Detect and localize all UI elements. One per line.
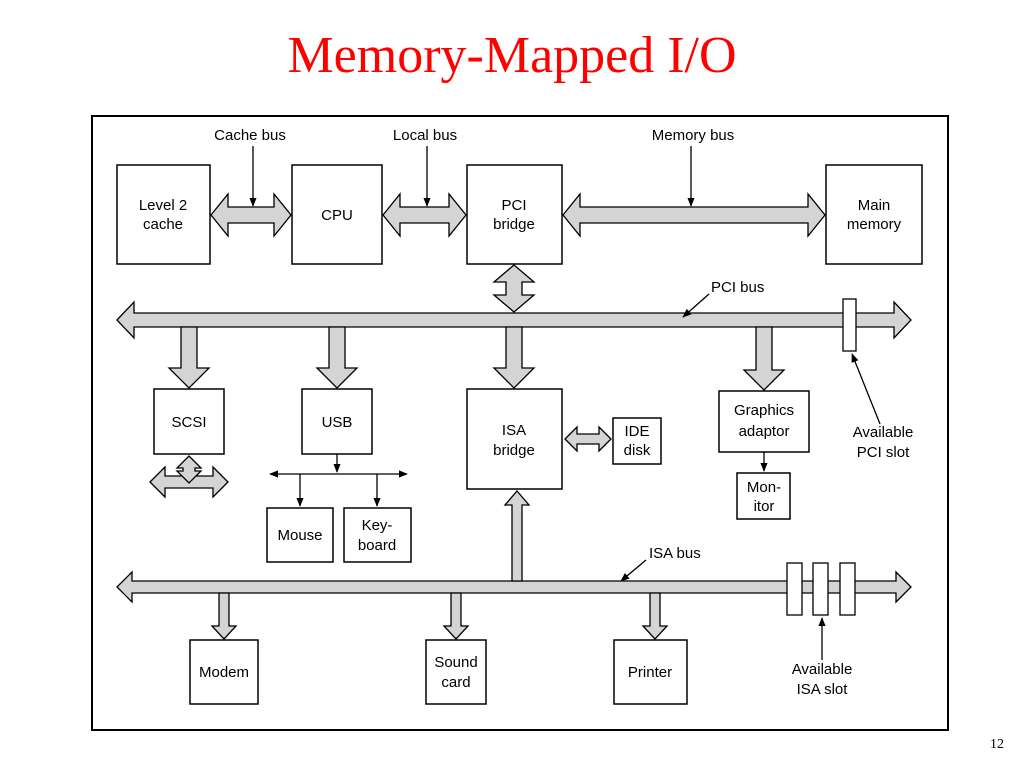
monitor-label-2: itor: [754, 498, 775, 515]
ide-disk-box: [612, 417, 662, 465]
available-pci-slot-label-1: Available: [853, 424, 914, 441]
pci-slot: [842, 298, 857, 352]
isa-bridge-isa-link: [503, 490, 531, 582]
isa-slot-2: [812, 562, 829, 616]
graphics-adaptor-label-2: adaptor: [739, 423, 790, 440]
printer-box: [613, 639, 688, 705]
local-bus-label: Local bus: [393, 127, 457, 144]
usb-label: USB: [322, 414, 353, 431]
monitor-box: [736, 472, 791, 520]
main-memory-label-2: memory: [847, 216, 902, 233]
main-memory-label-1: Main: [858, 197, 891, 214]
ide-disk-label-2: disk: [624, 442, 651, 459]
pci-bus-pointer: [682, 293, 710, 318]
pci-slot-pointer: [851, 353, 881, 425]
pci-bridge-label-1: PCI: [501, 197, 526, 214]
local-bus-arrow: [382, 192, 467, 238]
sound-card-link: [442, 592, 470, 640]
available-isa-slot-label-1: Available: [792, 661, 853, 678]
diagram-frame: [91, 115, 949, 731]
modem-link: [210, 592, 238, 640]
graphics-link: [742, 326, 786, 391]
cache-bus-label: Cache bus: [214, 127, 286, 144]
mouse-box: [266, 507, 334, 563]
cpu-box: [291, 164, 383, 265]
usb-box: [301, 388, 373, 455]
isa-bus-label: ISA bus: [649, 545, 701, 562]
sound-card-label-1: Sound: [434, 654, 477, 671]
pci-bridge-box: [466, 164, 563, 265]
ide-link-arrow: [564, 425, 612, 453]
l2-cache-box: [116, 164, 211, 265]
printer-link: [641, 592, 669, 640]
page-number: 12: [990, 737, 1004, 752]
keyboard-label-1: Key-: [362, 517, 393, 534]
available-isa-slot-label-2: ISA slot: [797, 681, 849, 698]
memory-bus-label: Memory bus: [652, 127, 735, 144]
printer-label: Printer: [628, 664, 672, 681]
cache-bus-arrow: [210, 192, 292, 238]
scsi-link: [167, 326, 211, 389]
scsi-external-link: [175, 455, 203, 484]
graphics-adaptor-box: [718, 390, 810, 453]
isa-bridge-pci-link: [492, 326, 536, 389]
isa-bridge-label-1: ISA: [502, 422, 526, 439]
keyboard-label-2: board: [358, 537, 396, 554]
modem-box: [189, 639, 259, 705]
isa-bridge-label-2: bridge: [493, 442, 535, 459]
main-memory-box: [825, 164, 923, 265]
cpu-label: CPU: [321, 207, 353, 224]
pci-bus-arrow: [116, 300, 912, 340]
pci-bridge-label-2: bridge: [493, 216, 535, 233]
isa-bus-arrow: [116, 570, 912, 604]
memory-bus-arrow: [562, 192, 826, 238]
scsi-box: [153, 388, 225, 455]
pci-bus-label: PCI bus: [711, 279, 764, 296]
isa-bridge-box: [466, 388, 563, 490]
available-pci-slot-label-2: PCI slot: [857, 444, 910, 461]
isa-slot-1: [786, 562, 803, 616]
usb-link: [315, 326, 359, 389]
ide-disk-label-1: IDE: [624, 423, 649, 440]
graphics-adaptor-label-1: Graphics: [734, 402, 794, 419]
isa-bus-pointer: [620, 559, 647, 582]
keyboard-box: [343, 507, 412, 563]
isa-slot-3: [839, 562, 856, 616]
mouse-label: Mouse: [277, 527, 322, 544]
pci-bridge-link: [492, 264, 536, 313]
sound-card-label-2: card: [441, 674, 470, 691]
sound-card-box: [425, 639, 487, 705]
l2-cache-label-1: Level 2: [139, 197, 187, 214]
modem-label: Modem: [199, 664, 249, 681]
slide-title: Memory-Mapped I/O: [287, 27, 737, 84]
scsi-label: SCSI: [171, 414, 206, 431]
l2-cache-label-2: cache: [143, 216, 183, 233]
monitor-label-1: Mon-: [747, 479, 781, 496]
